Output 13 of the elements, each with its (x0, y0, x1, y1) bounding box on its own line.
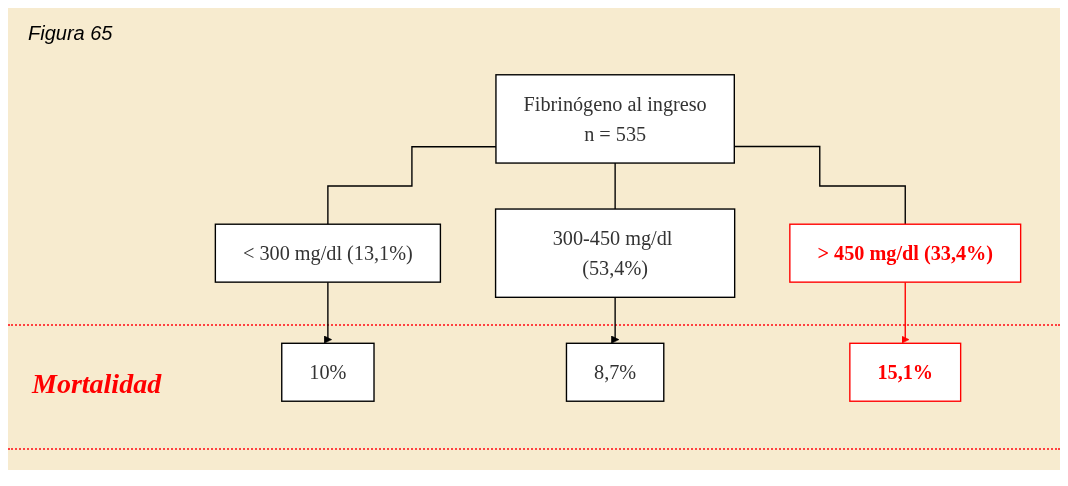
arrow (611, 296, 620, 344)
node-box: 8,7% (565, 342, 665, 402)
arrow (323, 281, 332, 344)
node-box: 10% (281, 342, 375, 402)
connector (614, 162, 616, 210)
node-box: 300-450 mg/dl (53,4%) (494, 208, 736, 298)
node-box: 15,1% (849, 342, 962, 402)
node-box: Fibrinógeno al ingreso n = 535 (495, 74, 735, 164)
node-box: > 450 mg/dl (33,4%) (789, 223, 1022, 283)
node-box: < 300 mg/dl (13,1%) (214, 223, 442, 283)
arrow (901, 281, 910, 344)
figure-label: Figura 65 (28, 22, 113, 45)
row-label: Mortalidad (32, 368, 162, 400)
